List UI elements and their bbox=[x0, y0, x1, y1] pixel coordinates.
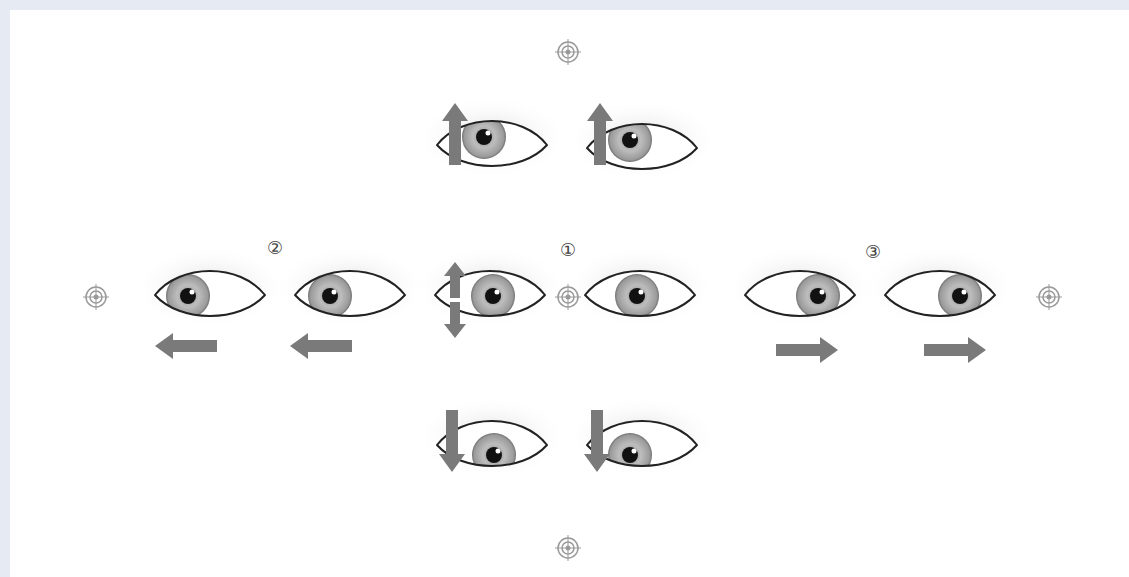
callout-number: ② bbox=[267, 239, 283, 257]
callout-number: ③ bbox=[865, 243, 881, 261]
callout-number: ① bbox=[560, 241, 576, 259]
